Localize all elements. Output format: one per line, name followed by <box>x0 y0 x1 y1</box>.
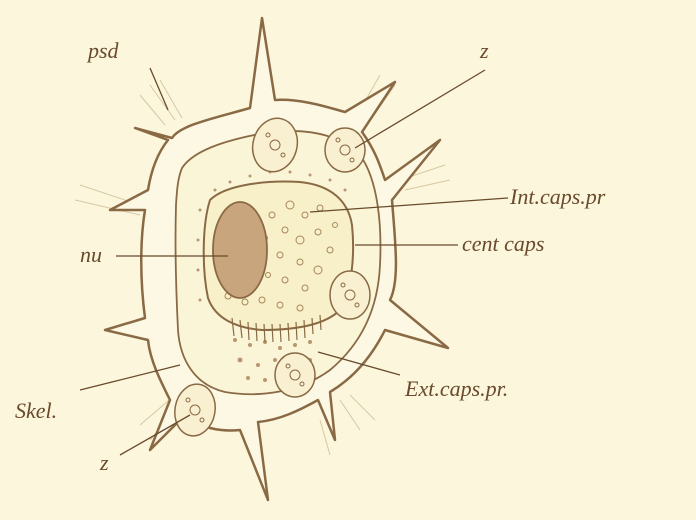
label-nu: nu <box>80 244 102 266</box>
label-skel: Skel. <box>15 400 57 422</box>
label-int-caps-pr: Int.caps.pr <box>510 186 605 208</box>
label-ext-caps-pr: Ext.caps.pr. <box>405 378 508 400</box>
nucleus <box>213 202 267 298</box>
label-z-bottom: z <box>100 452 109 474</box>
label-psd: psd <box>88 40 119 62</box>
label-z-top: z <box>480 40 489 62</box>
label-cent-caps: cent caps <box>462 233 544 255</box>
